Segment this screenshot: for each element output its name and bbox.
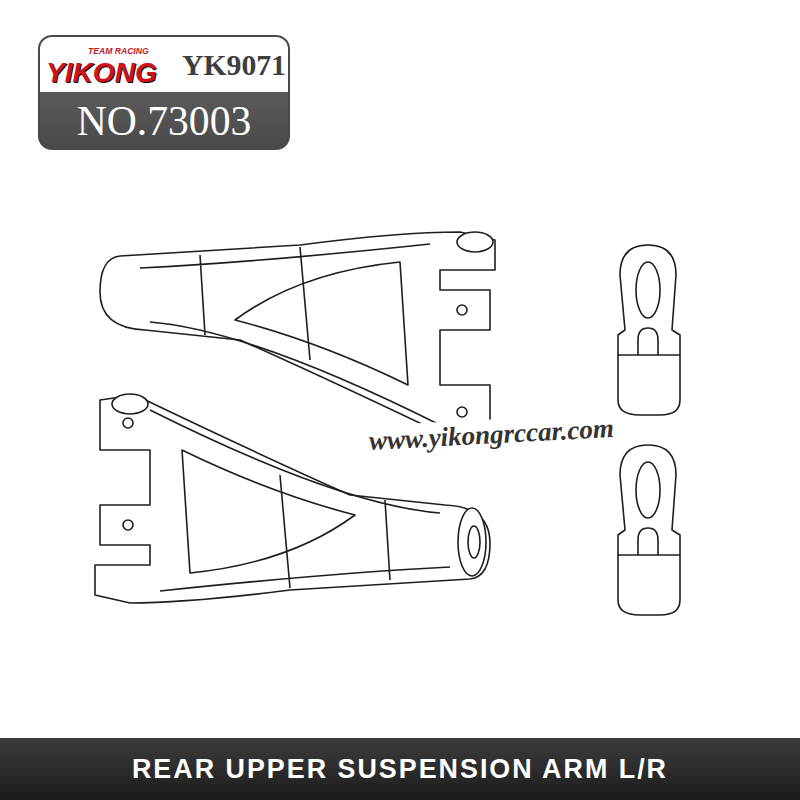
brand-tagline: TEAM RACING: [88, 45, 178, 57]
tube-end: [458, 508, 486, 576]
rod-end: [618, 245, 680, 415]
hinge-hole: [123, 520, 133, 530]
arm-cutout: [182, 450, 355, 573]
pivot-ball: [112, 394, 148, 414]
rod-end-hole: [636, 462, 660, 518]
tube-bore: [468, 526, 480, 558]
rod-end-body: [618, 445, 680, 615]
watermark: www.yikongrccar.com: [365, 413, 617, 457]
part-title: REAR UPPER SUSPENSION ARM L/R: [0, 738, 800, 800]
arm-rib: [140, 244, 440, 425]
arm-cutout: [235, 262, 408, 385]
part-badge: YK9071NO.73003TEAM RACINGYIKONG: [38, 35, 290, 150]
rod-end-detail: [618, 528, 680, 555]
hinge-hole: [457, 305, 467, 315]
hinge-hole: [457, 407, 467, 417]
rod-end-body: [618, 245, 680, 415]
pivot-ball: [457, 232, 493, 252]
rod-end-hole: [636, 262, 660, 318]
hinge-hole: [123, 418, 133, 428]
brand-name: YIKONG: [46, 57, 178, 89]
part-number: NO.73003: [40, 93, 288, 149]
brand-logo: TEAM RACINGYIKONG: [46, 45, 178, 91]
rod-end: [618, 445, 680, 615]
model-number: YK9071: [182, 43, 288, 87]
title-band: REAR UPPER SUSPENSION ARM L/R: [0, 738, 800, 800]
rod-end-detail: [618, 328, 680, 355]
